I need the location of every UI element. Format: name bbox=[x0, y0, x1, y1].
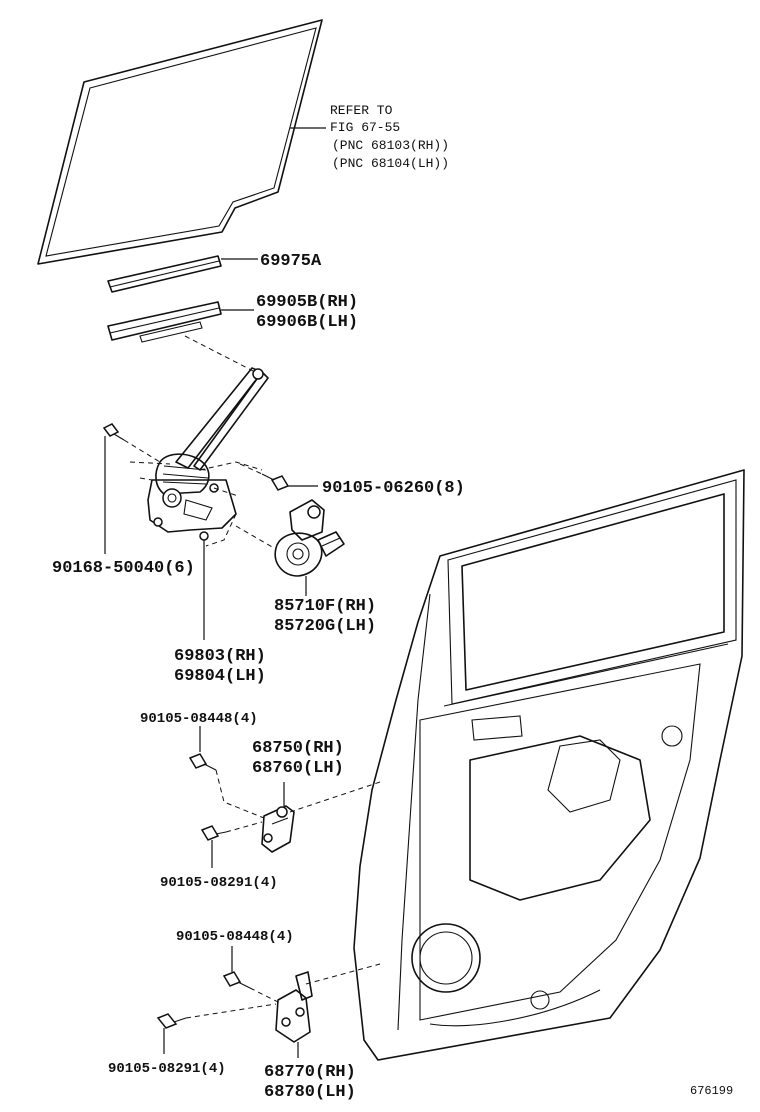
lower-hinge bbox=[275, 971, 313, 1043]
label-90105-08448-top: 90105-08448(4) bbox=[140, 711, 258, 727]
label-69803: 69803(RH) bbox=[174, 647, 266, 666]
bolt-90105-06260-icon bbox=[261, 473, 290, 491]
label-68760: 68760(LH) bbox=[252, 759, 344, 778]
label-69905b: 69905B(RH) bbox=[256, 293, 358, 312]
rear-door-panel bbox=[353, 469, 745, 1061]
window-regulator bbox=[147, 367, 269, 541]
glass-channel bbox=[107, 301, 222, 343]
glass-run-strip bbox=[107, 255, 222, 293]
bolt-lower-icon bbox=[222, 971, 251, 989]
label-68780: 68780(LH) bbox=[264, 1083, 356, 1102]
refer-line-4: (PNC 68104(LH)) bbox=[332, 156, 449, 171]
label-90168-50040: 90168-50040(6) bbox=[52, 559, 195, 578]
label-68750: 68750(RH) bbox=[252, 739, 344, 758]
label-85720g: 85720G(LH) bbox=[274, 617, 376, 636]
label-68770: 68770(RH) bbox=[264, 1063, 356, 1082]
bolt-90168-icon bbox=[102, 423, 125, 441]
refer-line-3: (PNC 68103(RH)) bbox=[332, 138, 449, 153]
label-90105-06260: 90105-06260(8) bbox=[322, 479, 465, 498]
label-69804: 69804(LH) bbox=[174, 667, 266, 686]
bolt-upper-icon bbox=[188, 753, 217, 771]
label-90105-08291-top: 90105-08291(4) bbox=[160, 875, 278, 891]
label-90105-08291-bot: 90105-08291(4) bbox=[108, 1061, 226, 1077]
regulator-motor bbox=[274, 499, 345, 577]
label-69975a: 69975A bbox=[260, 252, 322, 271]
label-90105-08448-bot: 90105-08448(4) bbox=[176, 929, 294, 945]
label-85710f: 85710F(RH) bbox=[274, 597, 376, 616]
label-69906b: 69906B(LH) bbox=[256, 313, 358, 332]
figure-id: 676199 bbox=[690, 1084, 733, 1098]
upper-hinge bbox=[261, 805, 295, 853]
refer-line-1: REFER TO bbox=[330, 103, 393, 118]
bolt-lower-2-icon bbox=[156, 1013, 187, 1029]
bolt-upper-2-icon bbox=[200, 825, 227, 841]
refer-line-2: FIG 67-55 bbox=[330, 120, 400, 135]
door-glass bbox=[37, 19, 323, 265]
